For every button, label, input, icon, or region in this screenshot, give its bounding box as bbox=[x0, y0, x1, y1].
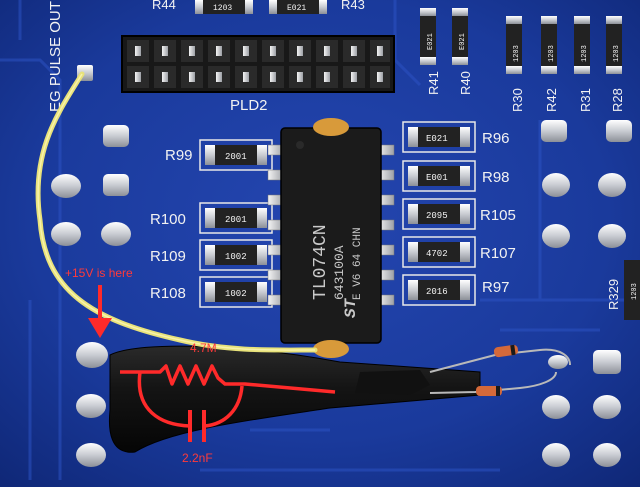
left-smd-resistors: 2001 R99 2001 R100 1002 R109 1002 R108 bbox=[150, 139, 273, 308]
label-r109: R109 bbox=[150, 248, 186, 265]
label-r97: R97 bbox=[482, 279, 510, 296]
annotation-resistor-value: 4.7M bbox=[190, 341, 217, 355]
resistor-code-r100: 2001 bbox=[225, 215, 247, 225]
label-r41: R41 bbox=[426, 71, 441, 95]
label-r107: R107 bbox=[480, 245, 516, 262]
solder-joint-15v bbox=[76, 342, 108, 368]
diode-bottom bbox=[476, 386, 502, 396]
resistor-code-r98: E001 bbox=[426, 173, 448, 183]
resistor-top-left bbox=[199, 0, 249, 14]
label-r43: R43 bbox=[341, 0, 365, 12]
resistor-code-r96: E021 bbox=[426, 134, 448, 144]
label-r28: R28 bbox=[610, 88, 625, 112]
resistor-code-r107: 4702 bbox=[426, 249, 448, 259]
label-pld2: PLD2 bbox=[230, 97, 268, 114]
annotation-overlay: +15V is here 4.7M 2.2nF bbox=[65, 266, 336, 465]
resistor-code-r30: 1203 bbox=[513, 45, 521, 62]
resistor-code-top-mid: E021 bbox=[287, 4, 306, 13]
label-r40: R40 bbox=[458, 71, 473, 95]
label-r99: R99 bbox=[165, 147, 193, 164]
resistor-code-r105: 2095 bbox=[426, 211, 448, 221]
resistor-code-r99: 2001 bbox=[225, 152, 247, 162]
left-pads bbox=[51, 65, 131, 467]
label-r42: R42 bbox=[544, 88, 559, 112]
resistor-code-r31: 1203 bbox=[581, 45, 589, 62]
resistor-code-r97: 2016 bbox=[426, 287, 448, 297]
label-r96: R96 bbox=[482, 130, 510, 147]
capacitor-lead-right bbox=[204, 385, 244, 428]
resistor-code-r28: 1203 bbox=[613, 45, 621, 62]
pin-header-pld2: PLD2 bbox=[121, 35, 395, 114]
label-r105: R105 bbox=[480, 207, 516, 224]
chip-marking-line2: 643100A bbox=[332, 245, 347, 300]
resistor-code-r42: 1203 bbox=[548, 45, 556, 62]
top-resistors: 1203 E021 R44 R43 bbox=[152, 0, 365, 14]
label-r100: R100 bbox=[150, 211, 186, 228]
resistor-top-mid bbox=[273, 0, 323, 14]
chip-marking-line3: E V6 64 CHN bbox=[352, 227, 364, 300]
arrow-head bbox=[88, 318, 112, 338]
vertical-resistors: E021 E021 1203 1203 1203 1203 R41 R40 R3… bbox=[420, 8, 632, 142]
label-r31: R31 bbox=[578, 88, 593, 112]
annotation-capacitor-value: 2.2nF bbox=[182, 451, 213, 465]
resistor-code-r329: 1203 bbox=[631, 283, 639, 300]
label-pulse-out: EG PULSE OUT bbox=[47, 1, 64, 112]
capacitor-lead-left bbox=[137, 371, 191, 428]
right-smd-resistors: E021 R96 E001 R98 2095 R105 4702 R107 20… bbox=[402, 121, 516, 306]
resistor-code-r108: 1002 bbox=[225, 289, 247, 299]
resistor-code-r40: E021 bbox=[459, 33, 467, 50]
st-logo: ST bbox=[342, 297, 360, 318]
label-r98: R98 bbox=[482, 169, 510, 186]
resistor-symbol bbox=[120, 364, 336, 394]
diodes bbox=[429, 344, 571, 396]
label-r30: R30 bbox=[510, 88, 525, 112]
annotation-supply-note: +15V is here bbox=[65, 266, 133, 280]
resistor-code-r109: 1002 bbox=[225, 252, 247, 262]
tl074-chip: TL074CN 643100A E V6 64 CHN ST bbox=[267, 118, 395, 358]
label-r44: R44 bbox=[152, 0, 176, 12]
label-r108: R108 bbox=[150, 285, 186, 302]
resistor-code-top-left: 1203 bbox=[213, 4, 232, 13]
resistor-code-r41: E021 bbox=[427, 33, 435, 50]
right-pads: 1203 R329 bbox=[542, 173, 640, 467]
chip-marking-line1: TL074CN bbox=[311, 224, 331, 300]
label-r329: R329 bbox=[606, 279, 621, 310]
